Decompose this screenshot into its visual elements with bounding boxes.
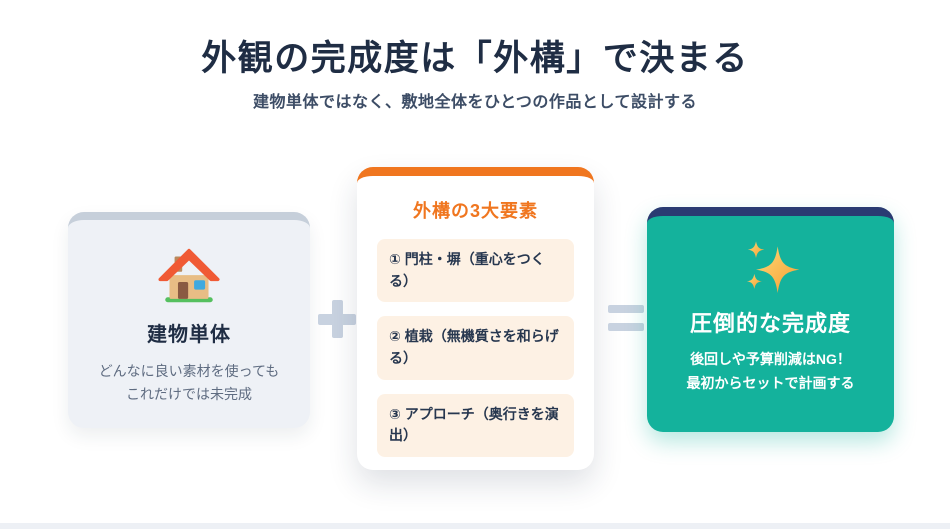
equals-operator-icon bbox=[608, 305, 644, 331]
element-item-2: ② 植栽（無機質さを和らげる） bbox=[377, 316, 574, 380]
result-card-title: 圧倒的な完成度 bbox=[689, 311, 851, 336]
building-card: 建物単体 どんなに良い素材を使ってもこれだけでは未完成 bbox=[68, 212, 310, 428]
elements-card-title: 外構の3大要素 bbox=[412, 201, 538, 221]
equals-bar-top bbox=[608, 305, 644, 313]
result-card-description: 後回しや予算削減はNG！ 最初からセットで計画する bbox=[687, 348, 855, 396]
plus-bar-vertical bbox=[332, 300, 343, 338]
result-card: 圧倒的な完成度 後回しや予算削減はNG！ 最初からセットで計画する bbox=[647, 207, 894, 432]
building-card-description: どんなに良い素材を使ってもこれだけでは未完成 bbox=[99, 360, 280, 406]
house-icon bbox=[158, 248, 220, 304]
element-item-3: ③ アプローチ（奥行きを演出） bbox=[377, 393, 574, 458]
next-section-edge bbox=[0, 523, 950, 529]
building-desc-line2: これだけでは未完成 bbox=[125, 386, 252, 403]
result-desc-line2: 最初からセットで計画する bbox=[686, 374, 855, 391]
building-desc-line1: どんなに良い素材を使っても bbox=[98, 363, 280, 379]
equals-bar-bottom bbox=[608, 323, 644, 331]
element-item-1: ① 門柱・塀（重心をつくる） bbox=[377, 239, 574, 303]
result-desc-line1: 後回しや予算削減はNG！ bbox=[690, 351, 851, 367]
page-title: 外観の完成度は「外構」で決まる bbox=[201, 39, 749, 78]
page-subtitle: 建物単体ではなく、敷地全体をひとつの作品として設計する bbox=[253, 94, 697, 111]
building-card-title: 建物単体 bbox=[147, 324, 231, 346]
sparkles-icon bbox=[741, 238, 801, 298]
elements-card: 外構の3大要素 ① 門柱・塀（重心をつくる） ② 植栽（無機質さを和らげる） ③… bbox=[357, 167, 594, 470]
plus-operator-icon bbox=[318, 300, 356, 338]
